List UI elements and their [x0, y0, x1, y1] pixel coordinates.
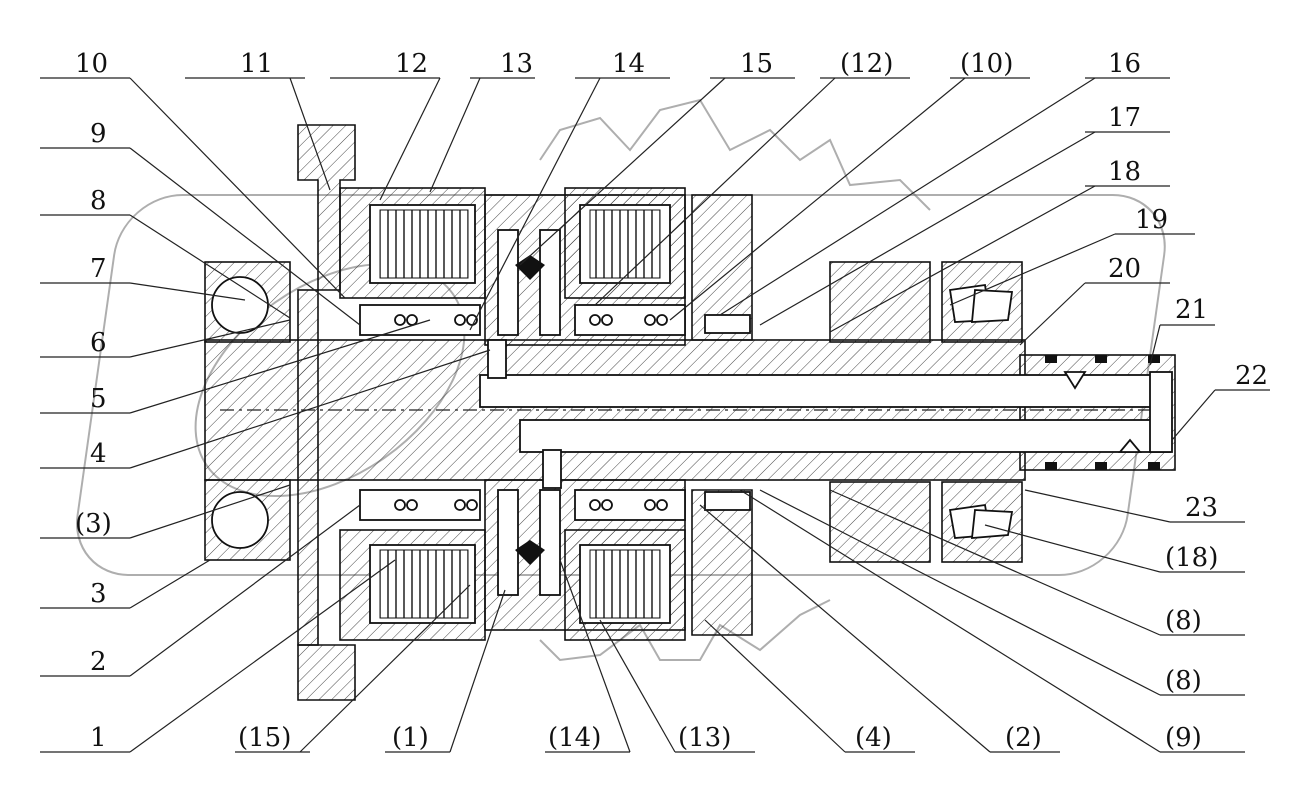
callout-7: 7 — [90, 254, 107, 284]
callout-13: 13 — [500, 49, 533, 79]
right-gear-block — [829, 261, 1023, 563]
callout-22: 22 — [1235, 361, 1268, 391]
callout-1: 1 — [90, 723, 107, 753]
callout-5: 5 — [90, 384, 107, 414]
callout-6: 6 — [90, 328, 107, 358]
callout-18: 18 — [1108, 157, 1141, 187]
right-clutch-pack — [564, 187, 686, 641]
callout-18-paren: (18) — [1165, 543, 1218, 573]
callout-2-paren: (2) — [1005, 723, 1042, 753]
callout-14: 14 — [612, 49, 645, 79]
callout-10: 10 — [75, 49, 108, 79]
callout-3-paren: (3) — [75, 509, 112, 539]
callout-9-paren: (9) — [1165, 723, 1202, 753]
callout-15-paren: (15) — [238, 723, 291, 753]
callout-8-paren-lower: (8) — [1165, 666, 1202, 696]
callout-8: 8 — [90, 186, 107, 216]
callout-16: 16 — [1108, 49, 1141, 79]
callout-10-paren: (10) — [960, 49, 1013, 79]
callout-15: 15 — [740, 49, 773, 79]
callout-3: 3 — [90, 579, 107, 609]
callout-11: 11 — [240, 49, 273, 79]
callout-labels: 10 11 12 13 14 15 (12) (10) 16 17 18 19 … — [75, 49, 1268, 753]
watermark-gear — [539, 98, 931, 662]
callout-12: 12 — [395, 49, 428, 79]
callout-13-paren: (13) — [678, 723, 731, 753]
callout-2: 2 — [90, 647, 107, 677]
callout-4-paren: (4) — [855, 723, 892, 753]
callout-17: 17 — [1108, 103, 1141, 133]
callout-21: 21 — [1175, 295, 1208, 325]
callout-14-paren: (14) — [548, 723, 601, 753]
callout-20: 20 — [1108, 254, 1141, 284]
callout-1-paren: (1) — [392, 723, 429, 753]
callout-23: 23 — [1185, 493, 1218, 523]
callout-12-paren: (12) — [840, 49, 893, 79]
callout-9: 9 — [90, 119, 107, 149]
callout-8-paren-upper: (8) — [1165, 606, 1202, 636]
left-clutch-pack — [339, 187, 486, 641]
callout-4: 4 — [90, 439, 107, 469]
leader-lines — [40, 77, 1270, 753]
callout-19: 19 — [1135, 205, 1168, 235]
main-shaft — [204, 339, 1176, 481]
